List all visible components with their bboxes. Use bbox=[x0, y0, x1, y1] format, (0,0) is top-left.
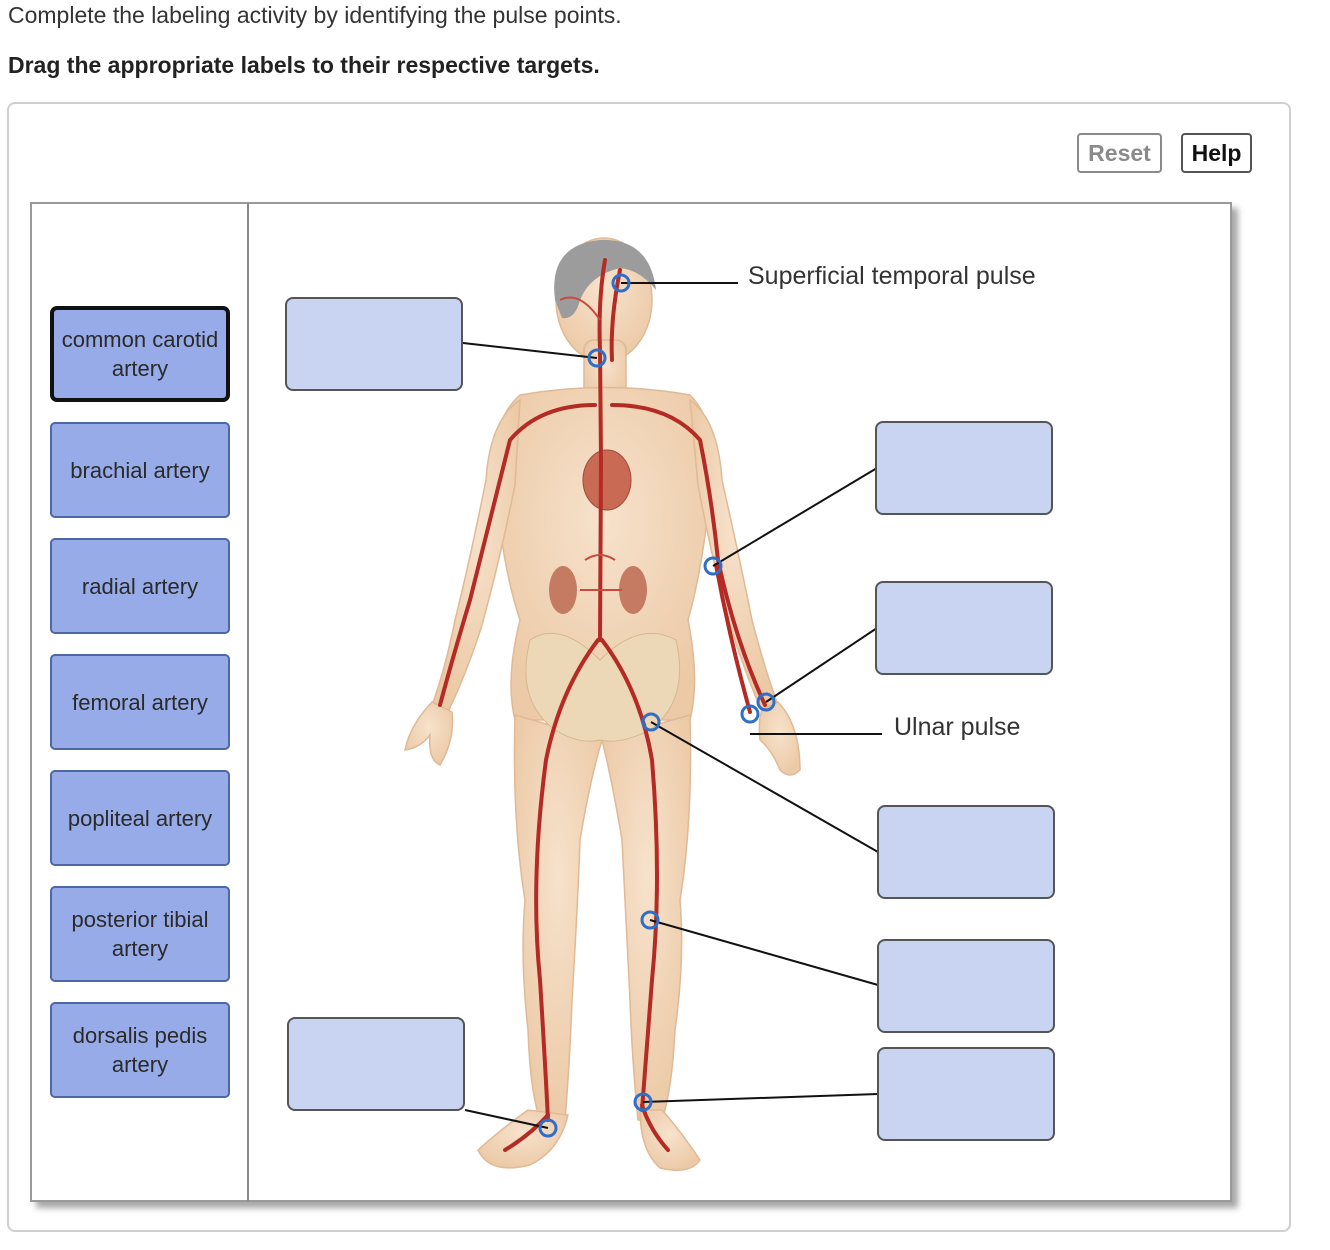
artery-branches bbox=[559, 296, 622, 591]
drop-target-neck[interactable] bbox=[285, 297, 463, 391]
instruction-bold-text: Drag the appropriate labels to their res… bbox=[8, 52, 600, 78]
kidney-left bbox=[549, 566, 577, 614]
pulse-point-marker-icon bbox=[641, 712, 661, 732]
pulse-point-marker-icon bbox=[640, 910, 660, 930]
label-posterior-tibial-artery[interactable]: posterior tibial artery bbox=[50, 886, 230, 982]
pulse-point-marker-icon bbox=[633, 1092, 653, 1112]
help-button[interactable]: Help bbox=[1181, 133, 1252, 173]
reset-button[interactable]: Reset bbox=[1077, 133, 1162, 173]
instruction-text: Complete the labeling activity by identi… bbox=[8, 2, 622, 28]
drop-target-elbow[interactable] bbox=[875, 421, 1053, 515]
drop-target-foot[interactable] bbox=[287, 1017, 465, 1111]
drop-target-ankle[interactable] bbox=[877, 1047, 1055, 1141]
label-brachial-artery[interactable]: brachial artery bbox=[50, 422, 230, 518]
label-radial-artery[interactable]: radial artery bbox=[50, 538, 230, 634]
kidney-right bbox=[619, 566, 647, 614]
label-common-carotid-artery[interactable]: common carotid artery bbox=[50, 306, 230, 402]
pulse-point-marker-icon bbox=[611, 273, 631, 293]
label-bank-divider bbox=[247, 203, 249, 1201]
hair bbox=[554, 239, 656, 319]
artery-network bbox=[438, 258, 767, 1152]
leader-lines bbox=[462, 282, 882, 1129]
pulse-point-marker-icon bbox=[538, 1118, 558, 1138]
pulse-point-marker-icon bbox=[703, 556, 723, 576]
pulse-point-marker-icon bbox=[756, 692, 776, 712]
ulnar-pulse-label: Ulnar pulse bbox=[894, 713, 1021, 741]
drop-target-wrist[interactable] bbox=[875, 581, 1053, 675]
pulse-point-marker-icon bbox=[740, 704, 760, 724]
drop-target-knee[interactable] bbox=[877, 939, 1055, 1033]
label-femoral-artery[interactable]: femoral artery bbox=[50, 654, 230, 750]
superficial-temporal-pulse-label: Superficial temporal pulse bbox=[748, 262, 1036, 290]
pulse-point-marker-icon bbox=[587, 348, 607, 368]
label-dorsalis-pedis-artery[interactable]: dorsalis pedis artery bbox=[50, 1002, 230, 1098]
label-popliteal-artery[interactable]: popliteal artery bbox=[50, 770, 230, 866]
activity-container bbox=[7, 102, 1291, 1232]
heart bbox=[582, 449, 632, 511]
drop-target-groin[interactable] bbox=[877, 805, 1055, 899]
